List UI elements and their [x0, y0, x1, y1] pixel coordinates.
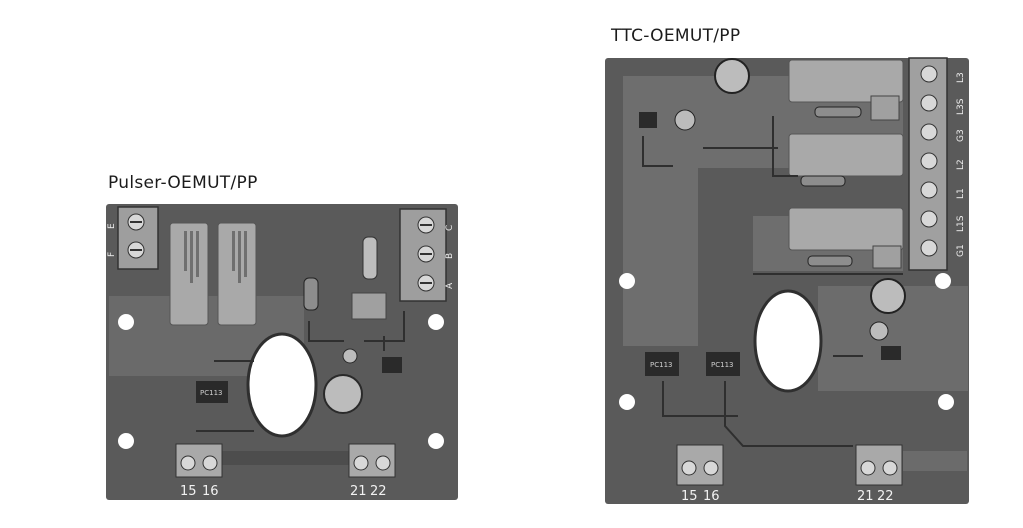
optocoupler-chip [196, 381, 228, 403]
resistor [807, 255, 853, 267]
ttc-board: L3 L3S G3 L2 L1 L1S G1 PC113 PC113 15 16… [605, 57, 969, 504]
terminal-label-l1s: L1S [956, 215, 966, 232]
screw-icon [353, 455, 369, 471]
terminal-label-22: 22 [877, 489, 894, 504]
mounting-hole [118, 314, 134, 330]
terminal-screws [920, 65, 938, 257]
terminal-label-a: A [445, 282, 455, 289]
chip-label: PC113 [200, 389, 222, 397]
small-component [870, 95, 900, 121]
chip-label: PC113 [650, 361, 672, 369]
mounting-hole [118, 433, 134, 449]
ic-chip [639, 112, 657, 128]
terminal-label-l1: L1 [956, 188, 966, 199]
relay-1 [169, 222, 209, 326]
mounting-hole [935, 273, 951, 289]
terminal-label-e: E [107, 223, 117, 229]
ttc-board-title: TTC-OEMUT/PP [611, 26, 741, 46]
terminal-label-22: 22 [370, 484, 387, 499]
terminal-label-l2: L2 [956, 159, 966, 170]
pulser-board: E F C B A PC113 15 16 21 22 [106, 204, 458, 500]
chip-label: PC113 [711, 361, 733, 369]
terminal-label-l3: L3 [956, 72, 966, 83]
resistor [800, 175, 846, 187]
relay-l1 [788, 207, 904, 251]
terminal-label-21: 21 [350, 484, 367, 499]
capacitor [323, 374, 363, 414]
terminal-label-15: 15 [681, 489, 698, 504]
screw-icon [375, 455, 391, 471]
terminal-label-g1: G1 [956, 244, 966, 257]
screw-icon [882, 460, 898, 476]
screw-icon [703, 460, 719, 476]
pulser-lower-trace [199, 451, 359, 465]
mounting-hole [428, 314, 444, 330]
pulser-board-title: Pulser-OEMUT/PP [108, 173, 258, 193]
cable-stub [903, 451, 967, 471]
oval-cutout [246, 332, 318, 438]
terminal-label-g3: G3 [956, 129, 966, 142]
terminal-label-b: B [445, 253, 455, 259]
resistor [303, 277, 319, 311]
mounting-hole [619, 273, 635, 289]
small-component [351, 292, 387, 320]
terminal-label-16: 16 [703, 489, 720, 504]
mounting-hole [619, 394, 635, 410]
ic-chip [881, 346, 901, 360]
ic-chip [382, 357, 402, 373]
relay-l2 [788, 133, 904, 177]
screw-icon [860, 460, 876, 476]
mounting-hole [428, 433, 444, 449]
terminal-label-15: 15 [180, 484, 197, 499]
terminal-label-c: C [445, 225, 455, 231]
terminal-label-21: 21 [857, 489, 874, 504]
optocoupler-chip [706, 352, 740, 376]
screw-icon [202, 455, 218, 471]
capacitor [714, 58, 750, 94]
screw-icon [180, 455, 196, 471]
relay-2 [217, 222, 257, 326]
terminal-label-l3s: L3S [956, 98, 966, 115]
oval-cutout [753, 289, 823, 393]
capacitor [870, 278, 906, 314]
capacitor [869, 321, 889, 341]
optocoupler-chip [645, 352, 679, 376]
small-component [872, 245, 902, 269]
mounting-hole [938, 394, 954, 410]
capacitor [342, 348, 358, 364]
capacitor [674, 109, 696, 131]
terminal-label-16: 16 [202, 484, 219, 499]
resistor [814, 106, 862, 118]
terminal-label-f: F [107, 252, 117, 257]
screw-icon [681, 460, 697, 476]
relay-l3 [788, 59, 904, 103]
resistor [362, 236, 378, 280]
